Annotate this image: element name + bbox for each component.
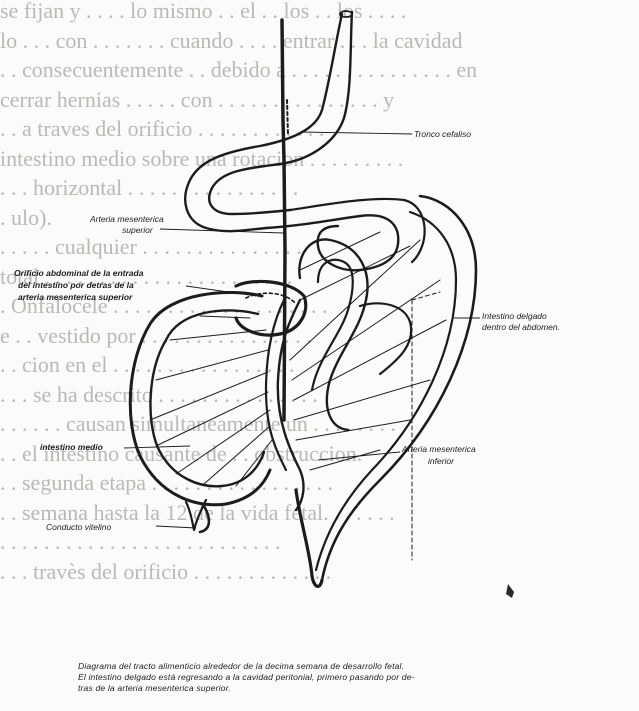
figure-caption: Diagrama del tracto alimenticio alrededo… <box>78 661 630 694</box>
label-intestino-delgado-2: dentro del abdomen. <box>482 322 560 332</box>
caption-line-2: El intestino delgado está regresando a l… <box>78 672 630 683</box>
umbilical-ring-dash <box>246 293 296 304</box>
label-orificio-2: del intestino por detras de la <box>18 280 134 290</box>
vitelline-duct <box>186 500 206 530</box>
caption-line-1: Diagrama del tracto alimenticio alrededo… <box>78 661 630 672</box>
label-conducto-vitelino: Conducto vitelino <box>46 522 111 532</box>
leader-ams <box>160 229 284 233</box>
label-arteria-mesenterica-superior-1: Arteria mesenterica <box>90 214 164 224</box>
mesentery-fan-left <box>150 316 272 486</box>
midgut-loop-inner <box>150 310 264 486</box>
caption-line-3: tras de la arteria mesenterica superior. <box>78 683 630 694</box>
leader-ami <box>318 452 400 460</box>
small-intestine-loop-inner <box>316 212 456 570</box>
label-orificio-1: Orificio abdominal de la entrada <box>14 268 143 278</box>
aorta-line <box>282 20 285 420</box>
aorta-dash <box>287 100 288 135</box>
label-arteria-mesenterica-superior-2: superior <box>122 225 153 235</box>
leader-tronco <box>300 132 412 134</box>
coil-c <box>360 303 411 374</box>
peritoneal-boundary <box>412 292 440 560</box>
label-orificio-3: arteria mesenterica superior <box>18 292 132 302</box>
leader-vitelino <box>156 526 196 528</box>
coil-b <box>312 260 353 390</box>
label-arteria-mesenterica-inferior-1: Arteria mesenterica <box>402 444 476 454</box>
label-tronco-cefaliso: Tronco cefaliso <box>414 129 471 139</box>
label-intestino-medio: intestino medio <box>40 442 103 452</box>
duodenum-inner <box>290 199 425 262</box>
label-arteria-mesenterica-inferior-2: inferior <box>428 456 454 466</box>
label-intestino-delgado-1: Intestino delgado <box>482 311 547 321</box>
ink-blot <box>506 584 514 598</box>
